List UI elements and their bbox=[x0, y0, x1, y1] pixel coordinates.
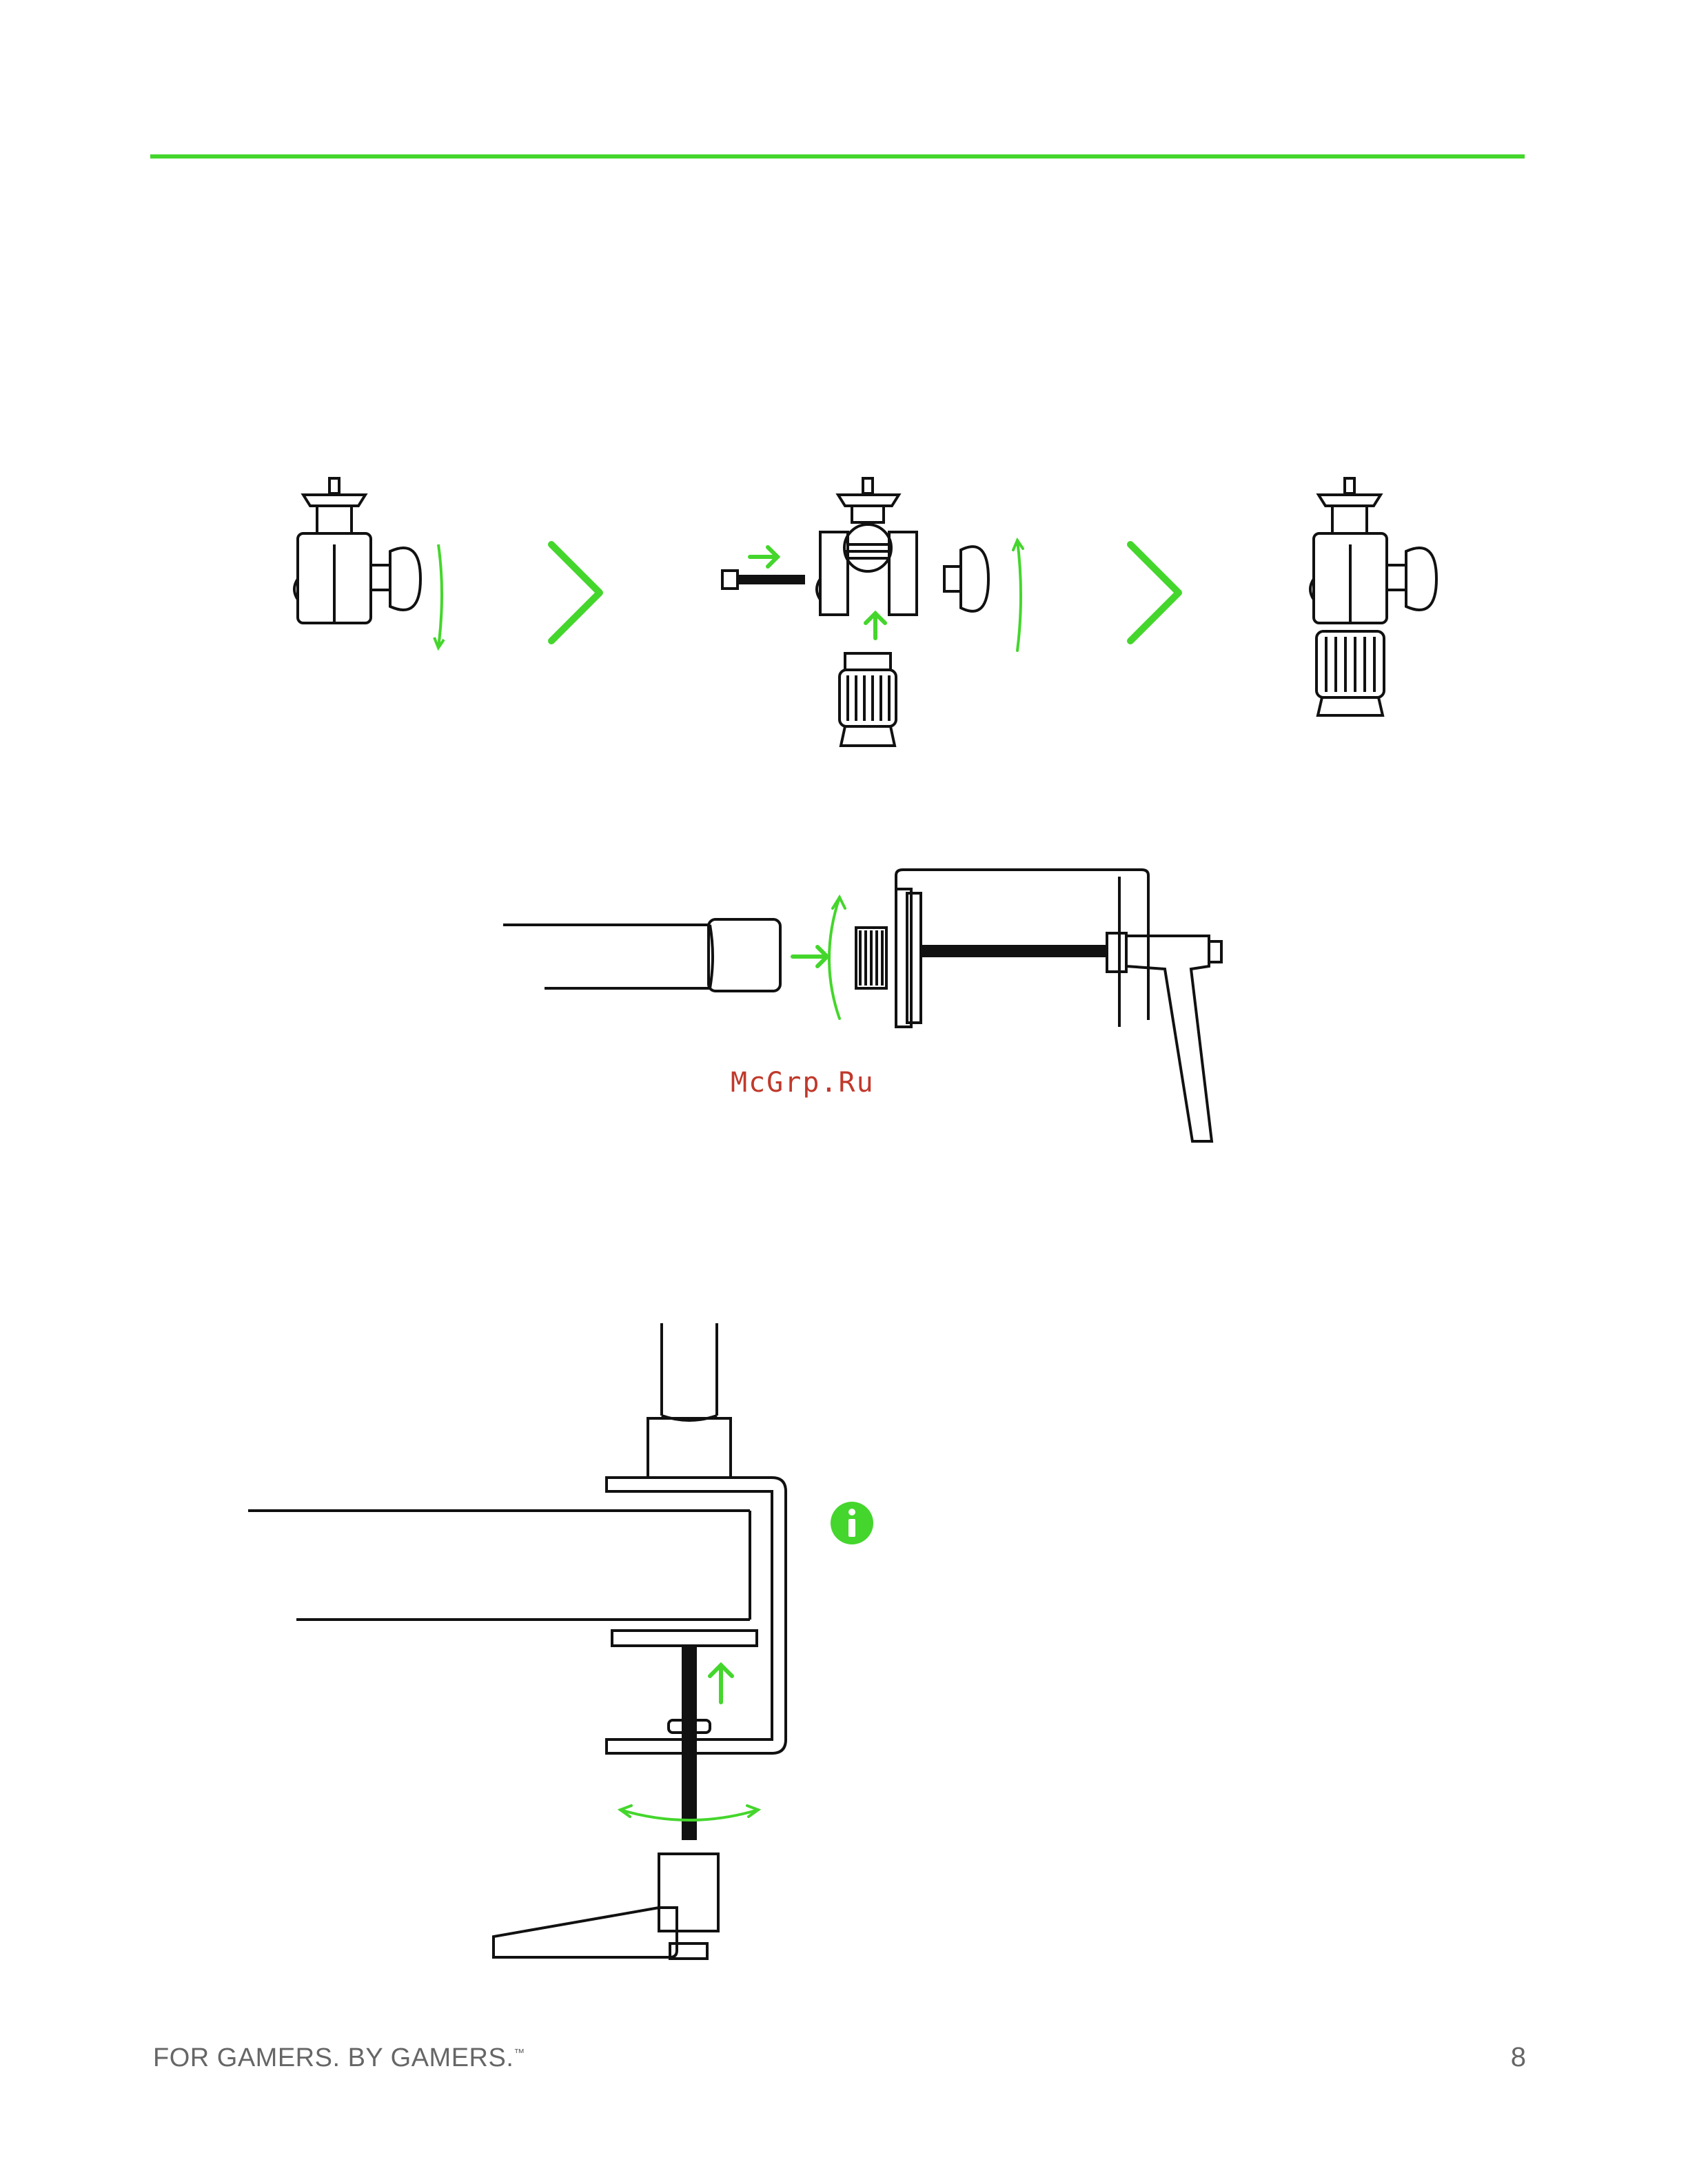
desk-clamp-illustration bbox=[248, 1323, 800, 1985]
trademark-symbol: ™ bbox=[513, 2048, 525, 2059]
chevron-right-icon bbox=[1130, 544, 1179, 641]
ballhead-exploded-step2 bbox=[722, 478, 988, 746]
ballhead-assembly-illustration bbox=[262, 469, 1468, 758]
watermark: McGrp.Ru bbox=[731, 1067, 1006, 1099]
page-number: 8 bbox=[1511, 2042, 1526, 2073]
info-icon bbox=[830, 1501, 874, 1545]
arm-clamp-attach-illustration bbox=[496, 861, 1254, 1165]
footer-tagline: FOR GAMERS. BY GAMERS.™ bbox=[153, 2043, 525, 2073]
header-rule bbox=[150, 154, 1525, 159]
ballhead-assembled-step3 bbox=[1310, 478, 1436, 715]
chevron-right-icon bbox=[551, 544, 600, 641]
ballhead-assembled-step1 bbox=[294, 478, 420, 623]
